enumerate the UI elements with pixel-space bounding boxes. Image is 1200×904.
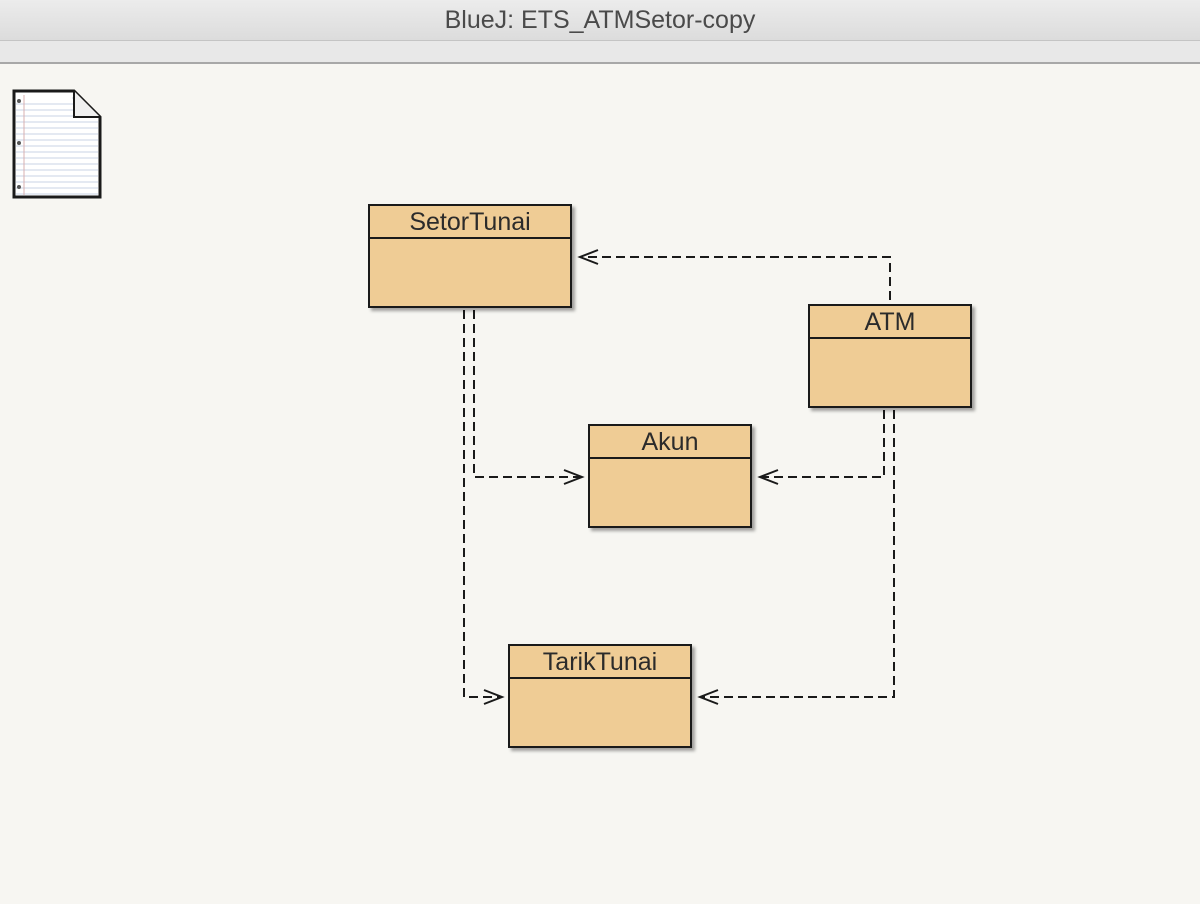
readme-file-icon[interactable] (10, 87, 104, 203)
toolbar-strip (0, 41, 1200, 64)
window-title-bar: BlueJ: ETS_ATMSetor-copy (0, 0, 1200, 41)
class-name-label: SetorTunai (370, 206, 570, 239)
class-tariktunai[interactable]: TarikTunai (508, 644, 692, 748)
class-setortunai[interactable]: SetorTunai (368, 204, 572, 308)
class-akun[interactable]: Akun (588, 424, 752, 528)
class-name-label: Akun (590, 426, 750, 459)
class-name-label: ATM (810, 306, 970, 339)
class-atm[interactable]: ATM (808, 304, 972, 408)
class-name-label: TarikTunai (510, 646, 690, 679)
window-title: BlueJ: ETS_ATMSetor-copy (444, 6, 756, 34)
